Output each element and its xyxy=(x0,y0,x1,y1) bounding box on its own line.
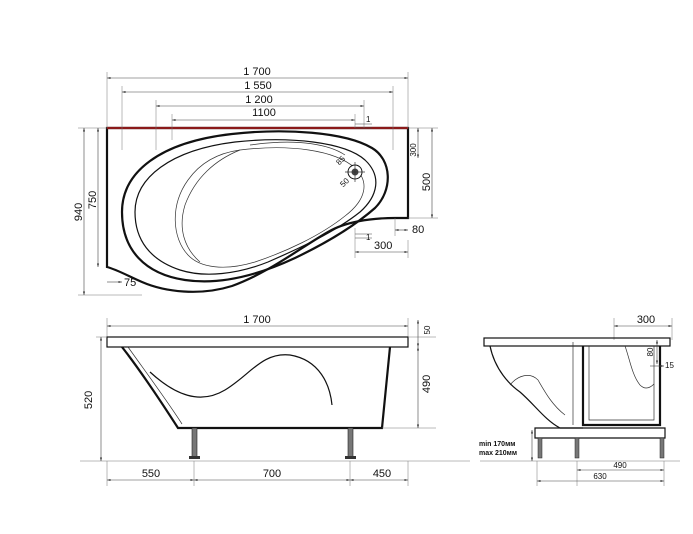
top-view-inner-rim xyxy=(120,130,389,283)
drain-50-label: 50 xyxy=(338,176,351,189)
top-view: 85 50 1 700 1 550 1 200 1100 1 xyxy=(73,66,438,296)
dim-630: 630 xyxy=(593,472,607,481)
side-view-left-inner xyxy=(509,375,566,416)
dim-80: 80 xyxy=(412,224,424,236)
side-view-frame xyxy=(534,427,666,439)
front-bottom-dimensions: 550 700 450 xyxy=(106,461,409,486)
dim-300-bottom: 300 xyxy=(374,240,392,252)
front-view-rim xyxy=(106,336,409,348)
side-view-rim xyxy=(483,337,671,347)
dim-50: 50 xyxy=(423,325,432,334)
dim-450: 450 xyxy=(373,468,391,480)
front-view-inner-line xyxy=(127,346,183,425)
dim-520: 520 xyxy=(83,391,95,409)
top-view-backrest-inner xyxy=(249,141,346,156)
drain-85-label: 85 xyxy=(334,154,347,167)
front-view-body xyxy=(121,346,392,430)
dim-75: 75 xyxy=(124,277,136,289)
side-view-legs xyxy=(537,437,665,459)
front-view-wave xyxy=(149,354,333,406)
tick-1-top: 1 xyxy=(366,115,371,124)
front-view: 1 700 520 50 490 550 70 xyxy=(80,314,470,486)
top-view-basin xyxy=(134,139,377,275)
side-view-wall-inner xyxy=(588,346,655,421)
side-view-wall-right xyxy=(581,346,662,427)
dim-490-side: 490 xyxy=(613,461,627,470)
tick-1-bottom: 1 xyxy=(366,233,371,242)
dim-940: 940 xyxy=(73,203,85,221)
top-view-backrest-curve xyxy=(181,149,241,263)
front-view-legs xyxy=(189,427,356,459)
dim-490-vertical: 490 xyxy=(421,375,433,393)
top-view-seat-curve xyxy=(174,147,365,268)
dim-550: 550 xyxy=(142,468,160,480)
dim-1550: 1 550 xyxy=(244,80,272,92)
dim-1700-front: 1 700 xyxy=(243,314,271,326)
top-dimensions: 1 700 1 550 1 200 1100 1 xyxy=(106,66,409,150)
dim-1700-top: 1 700 xyxy=(243,66,271,78)
dim-300-vertical: 300 xyxy=(409,143,418,157)
dim-1100: 1100 xyxy=(252,107,276,119)
side-view-backrest xyxy=(624,345,655,389)
dim-750: 750 xyxy=(87,191,99,209)
dim-700: 700 xyxy=(263,468,281,480)
dim-500: 500 xyxy=(421,173,433,191)
side-view-left-shell xyxy=(489,345,583,429)
dim-1200: 1 200 xyxy=(245,94,273,106)
dim-15-side: 15 xyxy=(665,361,674,370)
drain-icon xyxy=(345,162,365,182)
max-210-label: max 210мм xyxy=(479,450,517,457)
dim-80-side: 80 xyxy=(646,347,655,356)
min-170-label: min 170мм xyxy=(479,441,515,448)
side-bottom-dimensions: 490 630 xyxy=(536,461,665,486)
right-dimensions: 300 500 80 1 300 xyxy=(354,127,438,258)
side-view: 300 min 170мм max 210мм 80 15 490 6 xyxy=(479,314,680,486)
dim-300-side: 300 xyxy=(637,314,655,326)
left-dimensions: 940 750 75 xyxy=(73,127,142,296)
